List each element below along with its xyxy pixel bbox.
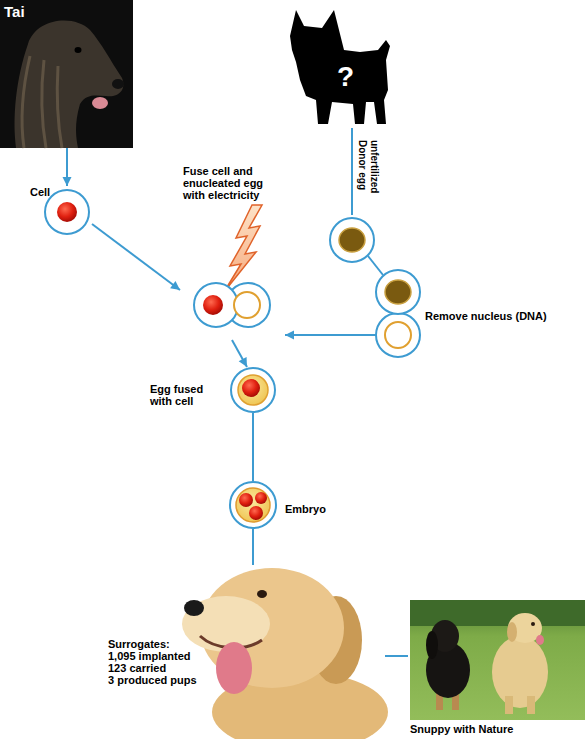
dog-muzzle: [182, 596, 270, 652]
dog-eye: [531, 622, 535, 626]
egg-circle: [376, 270, 420, 314]
node-label: Snuppy with Nature: [410, 723, 586, 735]
dog-tongue: [92, 97, 108, 109]
cell-node: Cell: [28, 186, 92, 238]
node-label: 123 carried: [108, 662, 238, 674]
node-label: Embryo: [285, 503, 337, 515]
egg-nucleus: [339, 228, 365, 252]
photo-box: Surrogates:1,095 implanted123 carried3 p…: [100, 565, 385, 739]
node-label: ?: [337, 62, 359, 92]
embryo-body: [236, 488, 270, 522]
arrow-head: [170, 281, 180, 290]
connector: [351, 128, 353, 215]
dog-body: [492, 636, 548, 708]
connector: [252, 413, 254, 481]
arrow-head: [285, 331, 294, 340]
dog-head: [15, 21, 124, 148]
fused-egg: [238, 375, 268, 405]
embryo-cell: [239, 493, 253, 507]
node-label: Egg fused with cell: [150, 383, 216, 407]
embryo-node: Embryo: [228, 481, 338, 529]
arrow-head: [239, 357, 247, 367]
enucleated-egg: [385, 322, 411, 348]
silhouette-box: ?: [287, 2, 390, 128]
dog-silhouette: [290, 10, 390, 124]
fusion-node: Fuse cell and enucleated egg with electr…: [180, 160, 285, 340]
connector-line: [328, 334, 376, 336]
photo-background: [410, 600, 585, 720]
connector: [252, 529, 254, 565]
connector: [285, 334, 328, 336]
arrow-head: [63, 177, 72, 186]
embryo-circle: [230, 482, 276, 528]
fused-egg-node: Egg fused with cell: [148, 367, 276, 413]
egg-circle: [330, 218, 374, 262]
dog-eye: [257, 590, 267, 598]
cell-nucleus: [242, 379, 260, 397]
dog-leg: [527, 696, 535, 714]
dog-hair: [22, 56, 62, 148]
cell-nucleus: [203, 295, 223, 315]
photo-trees: [410, 600, 585, 626]
photo-background: [0, 0, 133, 148]
egg-nucleus: [385, 280, 411, 304]
photo-box: Snuppy with Nature: [408, 600, 586, 739]
puppy-ear: [426, 631, 438, 659]
dog-ear: [507, 622, 517, 642]
egg-circle: [376, 313, 420, 357]
node-label: 3 produced pups: [108, 674, 238, 686]
edge-label: unfertilized Donor egg: [356, 140, 380, 204]
donor-egg-node: Remove nucleus (DNA): [328, 215, 575, 360]
connector: [92, 224, 180, 290]
node-label: Surrogates:: [108, 638, 238, 650]
node-label: Cell: [30, 186, 70, 198]
enucleated-egg: [234, 292, 260, 318]
embryo-cell: [249, 506, 263, 520]
cell-circle: [194, 283, 238, 327]
dog-eye: [75, 47, 82, 53]
connector: [385, 655, 408, 657]
node-label: 1,095 implanted: [108, 650, 238, 662]
node-label: Remove nucleus (DNA): [425, 310, 573, 322]
dog-leg: [505, 696, 513, 714]
cell-nucleus: [57, 202, 77, 222]
dog-nose: [184, 600, 204, 616]
cell-circle: [45, 190, 89, 234]
node-label: Tai: [4, 3, 64, 20]
connector: [66, 148, 68, 186]
dog-nose: [112, 79, 124, 89]
dog-tongue: [536, 635, 544, 645]
connector-line: [368, 256, 383, 275]
embryo-cell: [255, 492, 267, 504]
photo-box: Tai: [0, 0, 133, 148]
node-label: Fuse cell and enucleated egg with electr…: [183, 165, 283, 201]
dog-tongue: [216, 642, 252, 694]
connector: [232, 340, 247, 367]
lightning-bolt: [224, 205, 262, 292]
egg-circle: [231, 368, 275, 412]
